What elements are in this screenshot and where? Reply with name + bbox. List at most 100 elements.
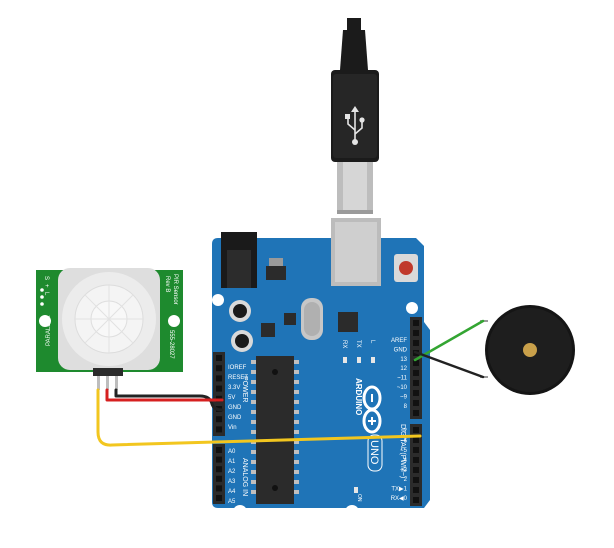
header-hole — [216, 426, 222, 433]
led-label: TX — [355, 340, 361, 348]
pir-pin-label: + — [43, 284, 49, 288]
analog-pin-label: A4 — [228, 489, 236, 495]
digital-pin-label: 4 — [404, 458, 408, 464]
chip-pin — [294, 490, 299, 494]
mounting-hole — [168, 315, 180, 327]
header-hole — [413, 447, 419, 453]
power-header-label: POWER — [241, 376, 248, 402]
header-hole — [216, 365, 222, 372]
digital-pin-label: 7 — [404, 429, 408, 435]
chip-pin — [251, 410, 256, 414]
header-hole — [413, 380, 419, 386]
header-hole — [413, 360, 419, 366]
analog-pin-label: A5 — [228, 499, 236, 505]
chip-pin — [251, 370, 256, 374]
power-pin-label: IOREF — [228, 365, 247, 371]
header-hole — [413, 467, 419, 473]
digital-pin-label: ~6 — [400, 439, 408, 445]
chip-pin — [294, 470, 299, 474]
digital-pin-label: ~10 — [397, 385, 408, 391]
analog-header-label: ANALOG IN — [241, 458, 248, 496]
chip-pin — [251, 450, 256, 454]
chip-pin — [251, 430, 256, 434]
atmega-chip — [256, 356, 294, 504]
header-hole — [413, 477, 419, 483]
chip-pin — [294, 440, 299, 444]
digital-pin-label: ~9 — [400, 394, 408, 400]
uno-badge: UNO — [367, 434, 383, 472]
chip-pin — [294, 360, 299, 364]
digital-header-label: DIGITAL (PWM~) — [399, 424, 406, 478]
pir-motion-sensor: S+L PARALLAX PIR Sensor Rev B 555-28027 — [36, 268, 183, 390]
chip-pin — [251, 490, 256, 494]
chip-pin — [294, 420, 299, 424]
chip-pin — [251, 470, 256, 474]
digital-pin-label: AREF — [391, 338, 407, 344]
power-pin-label: 3.3V — [228, 385, 240, 391]
analog-pin-label: A0 — [228, 449, 236, 455]
piezo-buzzer — [480, 305, 575, 395]
chip-pin — [294, 390, 299, 394]
analog-pin-label: A2 — [228, 469, 236, 475]
chip-pin — [251, 380, 256, 384]
pir-pin-header — [93, 368, 123, 376]
header-hole — [413, 497, 419, 503]
header-hole — [216, 375, 222, 382]
header-hole — [216, 456, 222, 463]
digital-header-low — [410, 424, 422, 506]
chip-pin — [294, 370, 299, 374]
on-led-label: ON — [356, 494, 362, 502]
chip-pin — [294, 460, 299, 464]
buzzer-center — [523, 343, 537, 357]
power-pin-label: 5V — [228, 395, 235, 401]
pir-side-label: PIR Sensor — [172, 274, 178, 305]
header-hole — [413, 487, 419, 493]
arduino-logo — [362, 385, 382, 434]
arduino-model: UNO — [368, 440, 380, 465]
digital-pin-label: ~3 — [400, 467, 408, 473]
header-hole — [216, 416, 222, 423]
chip-pin — [294, 410, 299, 414]
chip-pin — [294, 480, 299, 484]
led-label: RX — [341, 340, 347, 348]
header-hole — [413, 427, 419, 433]
usb-icon — [345, 106, 365, 145]
analog-pin-label: A3 — [228, 479, 236, 485]
digital-pin-label: 2 — [404, 477, 408, 483]
wire-black-ground — [114, 388, 224, 412]
header-hole — [216, 475, 222, 482]
chip-pin — [294, 380, 299, 384]
chip-pin — [251, 480, 256, 484]
digital-pin-label: ~11 — [397, 376, 407, 382]
header-hole — [413, 330, 419, 336]
mounting-hole — [212, 294, 224, 306]
power-header — [213, 352, 225, 436]
chip-pin — [251, 420, 256, 424]
header-hole — [216, 466, 222, 473]
header-hole — [413, 457, 419, 463]
chip-pin — [294, 450, 299, 454]
chip-pin — [251, 460, 256, 464]
header-hole — [413, 320, 419, 326]
mounting-hole — [233, 505, 247, 519]
header-hole — [413, 400, 419, 406]
header-hole — [413, 390, 419, 396]
header-hole — [216, 355, 222, 361]
header-hole — [413, 410, 419, 416]
header-hole — [216, 485, 222, 492]
wire-yellow-signal — [96, 388, 422, 447]
pir-dome — [58, 268, 160, 370]
pir-part-number: 555-28027 — [168, 330, 174, 359]
header-hole — [413, 437, 419, 443]
digital-pin-label: 12 — [400, 366, 407, 372]
chip-pin — [251, 400, 256, 404]
mounting-hole — [406, 302, 418, 314]
led-label: L — [369, 340, 375, 344]
pir-pin-label: L — [43, 292, 49, 296]
power-pin-label: GND — [228, 405, 242, 411]
header-hole — [216, 447, 222, 453]
digital-pin-label: GND — [394, 347, 408, 353]
header-hole — [413, 370, 419, 376]
digital-pin-label: 8 — [404, 404, 408, 410]
power-pin-label: GND — [228, 415, 242, 421]
